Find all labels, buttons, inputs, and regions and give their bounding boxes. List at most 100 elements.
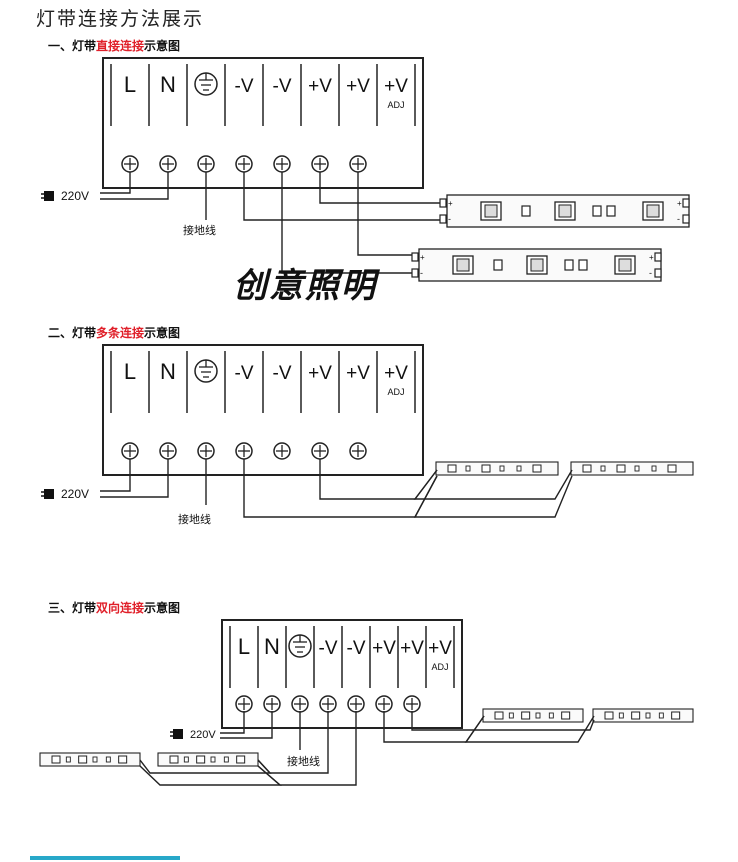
strip-pad <box>682 214 690 224</box>
terminal-label-6: +V <box>346 363 370 384</box>
page-title: 灯带连接方法展示 <box>36 8 205 30</box>
strip-minus-label: - <box>420 268 423 278</box>
terminal-label-4: -V <box>273 76 292 97</box>
resistor <box>465 465 471 472</box>
section-2-highlight: 多条连接 <box>96 326 145 340</box>
voltage-label-1: 220V <box>61 189 89 203</box>
resistor <box>645 712 651 719</box>
section-2-prefix: 二、灯带 <box>48 326 97 340</box>
strip-body <box>570 461 694 476</box>
resistor <box>65 756 71 763</box>
section-2-title: 二、灯带多条连接示意图 <box>48 324 180 341</box>
led-strip-3d <box>157 752 259 767</box>
screw-terminal-icon <box>273 442 291 460</box>
terminal-label-0: L <box>238 634 250 659</box>
screw-terminal-icon <box>375 695 393 713</box>
resistor <box>564 259 574 271</box>
led-strip-1a: +-+- <box>439 194 690 228</box>
section-2-suffix: 示意图 <box>144 326 181 340</box>
plug-icon <box>44 191 54 201</box>
led-chip <box>604 711 614 720</box>
strip-body <box>435 461 559 476</box>
led-chip <box>236 755 246 764</box>
resistor <box>634 465 640 472</box>
screw-terminal-icon <box>347 695 365 713</box>
plug-icon <box>41 489 54 499</box>
wire-N <box>100 172 169 200</box>
resistor <box>535 712 541 719</box>
led-strip-1b: +-+- <box>411 248 662 282</box>
screw-terminal-icon <box>349 442 367 460</box>
plug-icon <box>44 489 54 499</box>
led-chip <box>667 464 677 473</box>
terminal-label-7: +V <box>428 638 452 659</box>
accent-bar <box>30 856 180 860</box>
resistor <box>210 756 216 763</box>
terminal-label-4: -V <box>273 363 292 384</box>
led-chip <box>532 464 542 473</box>
resistor <box>183 756 189 763</box>
strip-end-minus-label: - <box>649 268 652 278</box>
terminal-label-5: +V <box>308 76 332 97</box>
led-chip-core <box>646 204 660 218</box>
resistor <box>508 712 514 719</box>
led-chip-core <box>456 258 470 272</box>
strip-body <box>482 708 584 723</box>
resistor <box>223 756 229 763</box>
resistor <box>600 465 606 472</box>
wire-neg-3c <box>139 759 272 774</box>
ground-label-2: 接地线 <box>178 512 211 526</box>
led-chip <box>118 755 128 764</box>
resistor <box>92 756 98 763</box>
ground-label-3: 接地线 <box>287 754 320 768</box>
plug-icon <box>173 729 183 739</box>
resistor <box>548 712 554 719</box>
wire-L-3 <box>220 711 245 734</box>
plug-icon <box>170 729 183 739</box>
wire-pos-3b <box>464 715 595 743</box>
watermark-text: 创意照明 <box>233 266 377 306</box>
terminal-label-1: N <box>264 634 280 659</box>
strip-pad <box>411 268 419 278</box>
screw-terminal-icon <box>291 695 309 713</box>
adj-label: ADJ <box>387 387 404 397</box>
strip-pad <box>439 198 447 208</box>
section-1-title: 一、灯带直接连接示意图 <box>48 37 180 54</box>
resistor <box>606 205 616 217</box>
wire-pos-1a <box>319 172 440 204</box>
led-chip <box>616 464 626 473</box>
led-chip <box>51 755 61 764</box>
wire-pos-1b <box>357 172 412 256</box>
wire-N-3 <box>220 711 273 739</box>
terminal-label-6: +V <box>400 638 424 659</box>
terminal-label-1: N <box>160 359 176 384</box>
screw-terminal-icon <box>197 442 215 460</box>
led-strip-3b <box>592 708 694 723</box>
strip-pad <box>654 268 662 278</box>
screw-terminal-icon <box>235 695 253 713</box>
strip-pad <box>439 214 447 224</box>
resistor <box>516 465 522 472</box>
ground-icon <box>288 634 312 658</box>
resistor <box>493 259 503 271</box>
screw-terminal-icon <box>349 155 367 173</box>
section-3-suffix: 示意图 <box>144 601 181 615</box>
terminal-label-6: +V <box>346 76 370 97</box>
terminal-label-5: +V <box>372 638 396 659</box>
terminal-label-7: +V <box>384 363 408 384</box>
resistor <box>658 712 664 719</box>
wire-L <box>100 172 131 194</box>
plug-icon <box>41 191 54 201</box>
adj-label: ADJ <box>387 100 404 110</box>
wire-N-2 <box>100 459 169 498</box>
wire-pos-2b <box>413 469 573 500</box>
led-chip <box>481 464 491 473</box>
section-3-prefix: 三、灯带 <box>48 601 97 615</box>
section-1-highlight: 直接连接 <box>96 39 145 53</box>
resistor <box>499 465 505 472</box>
adj-label: ADJ <box>431 662 448 672</box>
resistor <box>618 712 624 719</box>
